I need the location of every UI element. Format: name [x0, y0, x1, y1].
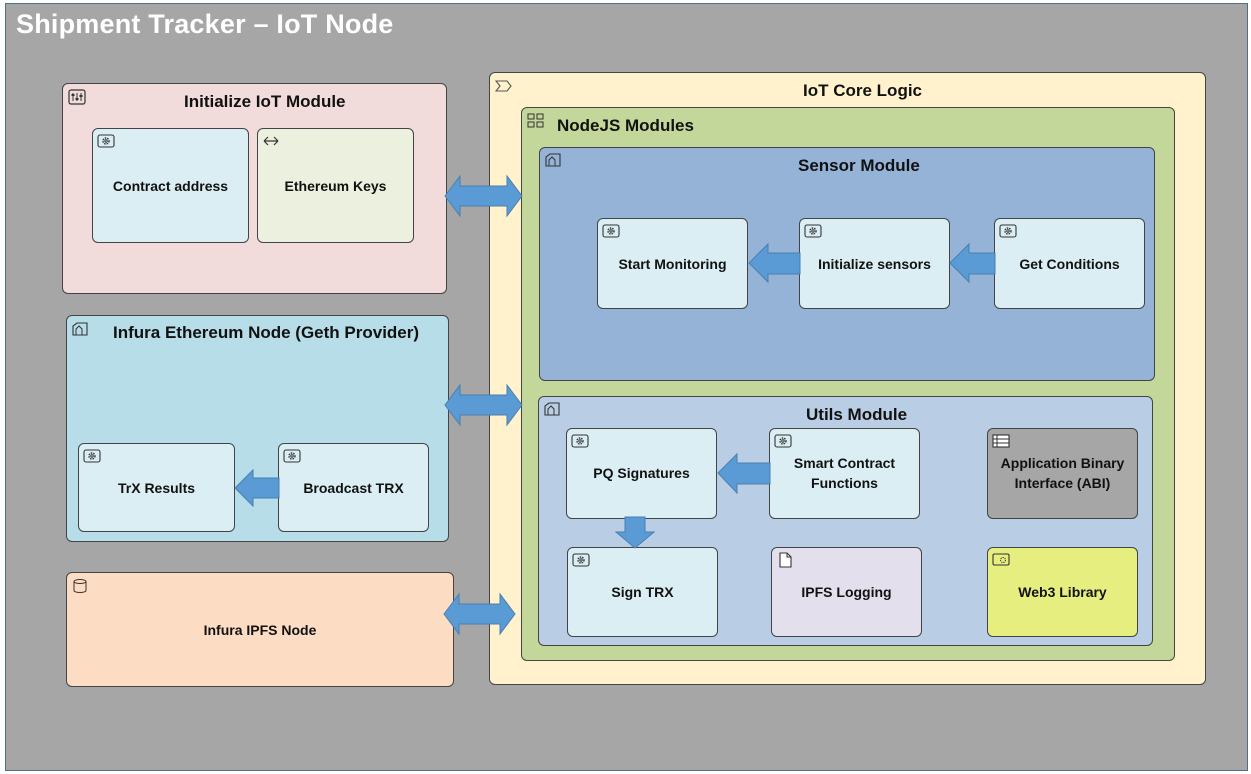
node-label: Sign TRX [611, 584, 674, 600]
node-pq-signatures[interactable]: PQ Signatures [566, 428, 717, 519]
gear-icon [774, 433, 792, 449]
gear-icon [571, 433, 589, 449]
arrow-broadcast-to-results [234, 468, 280, 508]
group-label-utils-module: Utils Module [806, 405, 908, 424]
gear-icon [804, 223, 822, 239]
node-label: PQ Signatures [593, 465, 690, 481]
node-icon [71, 321, 89, 337]
double-arrow-ipfs-core [443, 592, 516, 636]
node-label: IPFS Logging [801, 584, 892, 600]
gear-icon [283, 448, 301, 464]
node-ethereum-keys[interactable]: Ethereum Keys [257, 128, 414, 243]
node-contract-address[interactable]: Contract address [92, 128, 249, 243]
arrow-conditions-to-initialize [949, 242, 996, 284]
group-label-iot-core-logic: IoT Core Logic [803, 81, 922, 100]
node-label: Get Conditions [1019, 255, 1120, 272]
gear-icon [83, 448, 101, 464]
group-label-infura-ethereum-node: Infura Ethereum Node (Geth Provider) [113, 323, 420, 342]
node-broadcast-trx[interactable]: Broadcast TRX [278, 443, 429, 532]
node-label: Ethereum Keys [284, 177, 387, 194]
node-label: Start Monitoring [618, 255, 727, 272]
group-label-initialize-iot-module: Initialize IoT Module [184, 92, 346, 111]
group-label-infura-ipfs-node: Infura IPFS Node [203, 621, 317, 638]
node-label: Application Binary Interface (ABI) [1000, 455, 1125, 491]
double-arrow-eth-core [444, 383, 523, 427]
node-web3-library[interactable]: Web3 Library [987, 547, 1138, 637]
node-application-binary-interface[interactable]: Application Binary Interface (ABI) [987, 428, 1138, 519]
node-label: Broadcast TRX [303, 479, 404, 496]
node-initialize-sensors[interactable]: Initialize sensors [799, 218, 950, 309]
node-get-conditions[interactable]: Get Conditions [994, 218, 1145, 309]
gear-icon [572, 552, 590, 568]
node-icon [543, 401, 561, 417]
grid-icon [527, 113, 545, 129]
device-icon [992, 552, 1010, 568]
group-label-nodejs-modules: NodeJS Modules [557, 116, 694, 135]
node-sign-trx[interactable]: Sign TRX [567, 547, 718, 637]
swap-icon [262, 133, 280, 149]
database-icon [71, 578, 89, 594]
table-icon [992, 433, 1010, 449]
document-icon [776, 552, 794, 568]
arrow-initialize-to-start [748, 242, 801, 284]
node-start-monitoring[interactable]: Start Monitoring [597, 218, 748, 309]
gear-icon [999, 223, 1017, 239]
node-label: Web3 Library [1018, 584, 1107, 600]
node-trx-results[interactable]: TrX Results [78, 443, 235, 532]
equalizer-icon [68, 89, 86, 105]
diagram-title: Shipment Tracker – IoT Node [16, 9, 394, 39]
node-icon [544, 152, 562, 168]
gear-icon [602, 223, 620, 239]
node-ipfs-logging[interactable]: IPFS Logging [771, 547, 922, 637]
group-label-sensor-module: Sensor Module [798, 156, 920, 175]
group-infura-ipfs-node: Infura IPFS Node [66, 572, 454, 687]
node-label: Smart Contract Functions [793, 455, 896, 491]
double-arrow-init-core [444, 174, 523, 218]
node-label: Contract address [112, 177, 229, 194]
gear-icon [97, 133, 115, 149]
arrow-pq-to-sign [614, 516, 656, 549]
node-label: Initialize sensors [818, 255, 931, 272]
node-label: TrX Results [117, 479, 196, 496]
chevron-tag-icon [495, 78, 513, 94]
arrow-smartcontract-to-pq [717, 452, 771, 495]
